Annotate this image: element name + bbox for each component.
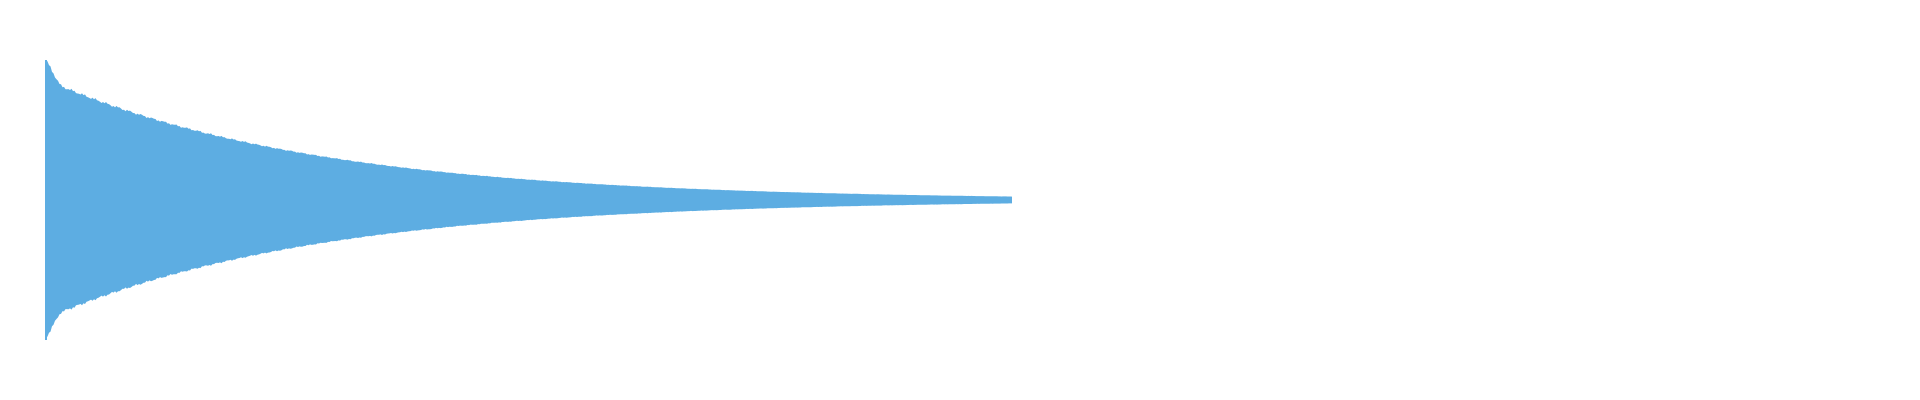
waveform-envelope xyxy=(46,60,1012,338)
waveform-onset-spike xyxy=(45,60,47,340)
